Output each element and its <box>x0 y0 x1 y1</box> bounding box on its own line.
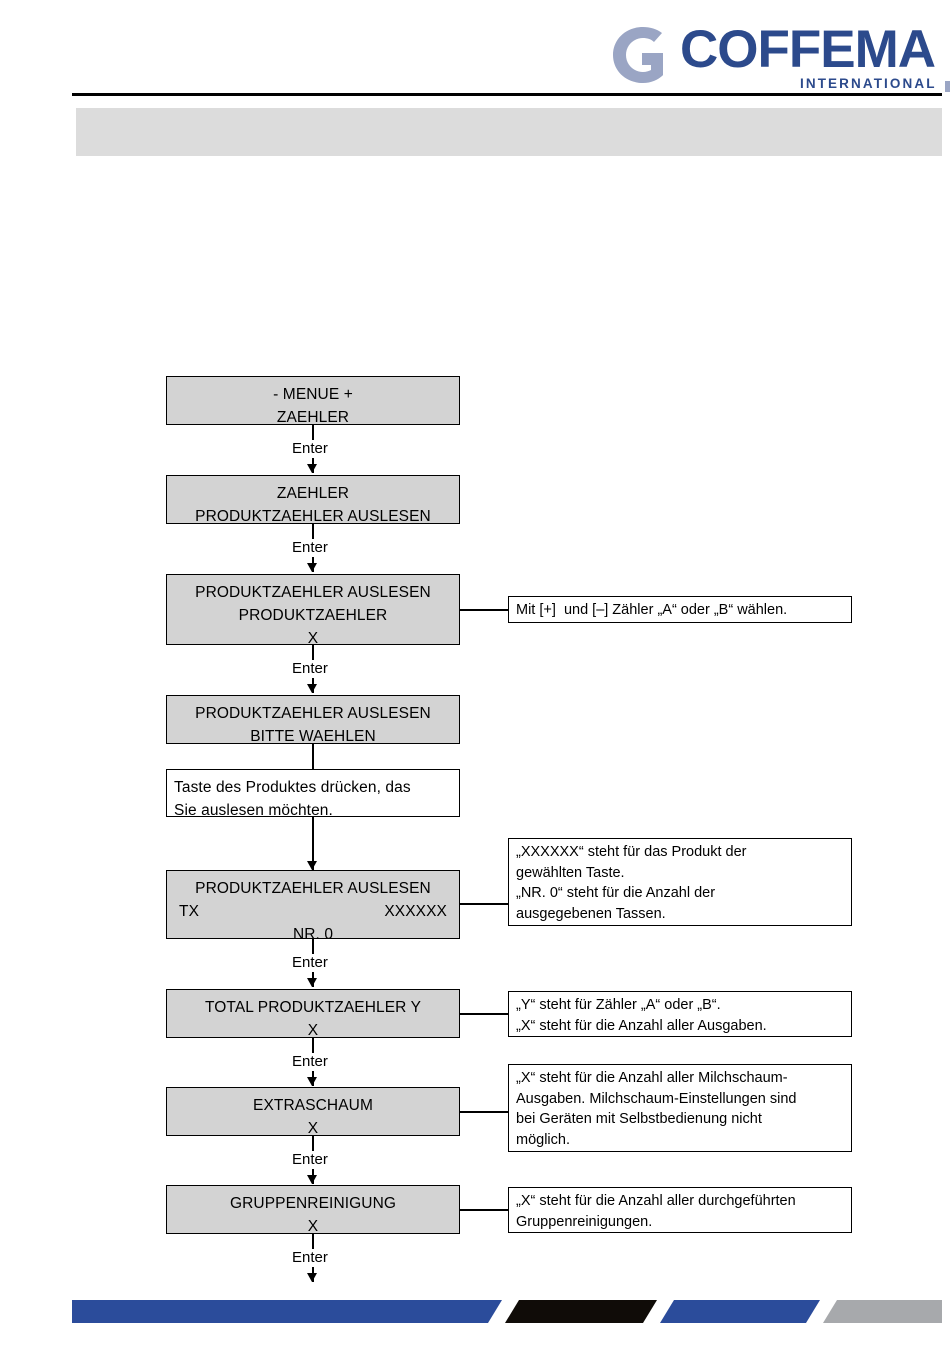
flow-node-zaehler-produktzaehler-auslesen: ZAEHLER PRODUKTZAEHLER AUSLESEN <box>166 475 460 525</box>
callout-connector <box>460 903 508 905</box>
header-divider <box>72 93 942 96</box>
brand-subtitle: INTERNATIONAL <box>800 76 937 91</box>
node-line: X <box>307 1218 319 1235</box>
callout-total: „Y“ steht für Zähler „A“ oder „B“. „X“ s… <box>508 991 852 1037</box>
connector <box>312 817 314 870</box>
node-line: PRODUKTZAEHLER AUSLESEN <box>195 584 431 601</box>
node-line: PRODUKTZAEHLER AUSLESEN <box>195 705 431 722</box>
node-line: EXTRASCHAUM <box>253 1097 373 1114</box>
connector <box>312 744 314 770</box>
note-line: Taste des Produktes drücken, das <box>174 779 411 796</box>
node-line: PRODUKTZAEHLER AUSLESEN <box>195 880 431 897</box>
flow-node-produktzaehler-select: PRODUKTZAEHLER AUSLESEN PRODUKTZAEHLER X <box>166 574 460 647</box>
callout-line: „X“ steht für die Anzahl aller Milchscha… <box>516 1070 788 1086</box>
footer-bar <box>0 1300 950 1326</box>
footer-segment-gray <box>823 1300 942 1323</box>
connector-label-enter: Enter <box>289 440 331 458</box>
flow-node-produktzaehler-tx: PRODUKTZAEHLER AUSLESEN TX XXXXXX NR. 0 <box>166 870 460 943</box>
callout-connector <box>460 609 508 611</box>
connector-label-enter: Enter <box>289 954 331 972</box>
flow-node-extraschaum: EXTRASCHAUM X <box>166 1087 460 1137</box>
node-line: PRODUKTZAEHLER <box>238 607 388 624</box>
node-line: ZAEHLER <box>276 485 350 502</box>
callout-line: bei Geräten mit Selbstbedienung nicht <box>516 1111 762 1127</box>
flow-node-total-produktzaehler: TOTAL PRODUKTZAEHLER Y X <box>166 989 460 1039</box>
node-line: - MENUE + <box>273 386 353 403</box>
brand-logo: COFFEMA INTERNATIONAL <box>612 20 950 92</box>
callout-gruppenreinigung: „X“ steht für die Anzahl aller durchgefü… <box>508 1187 852 1233</box>
callout-line: „Y“ steht für Zähler „A“ oder „B“. <box>516 997 721 1013</box>
connector-arrowhead-icon <box>307 464 317 473</box>
callout-line: „XXXXXX“ steht für das Produkt der <box>516 844 747 860</box>
node-line: ZAEHLER <box>276 409 350 426</box>
connector-arrowhead-icon <box>307 861 317 870</box>
callout-line: möglich. <box>516 1131 570 1148</box>
callout-line: ausgegebenen Tassen. <box>516 905 666 922</box>
callout-line: gewählten Taste. <box>516 864 625 881</box>
footer-segment-blue-2 <box>660 1300 820 1323</box>
brand-wordmark: COFFEMA <box>680 20 936 79</box>
connector-label-enter: Enter <box>289 1053 331 1071</box>
footer-segment-black <box>505 1300 657 1323</box>
callout-connector <box>460 1111 508 1113</box>
node-line: PRODUKTZAEHLER AUSLESEN <box>195 508 431 525</box>
connector-arrowhead-icon <box>307 563 317 572</box>
brand-accent-bar <box>945 81 950 92</box>
callout-line: Ausgaben. Milchschaum-Einstellungen sind <box>516 1090 797 1107</box>
connector-label-enter: Enter <box>289 539 331 557</box>
node-line-right: XXXXXX <box>384 903 447 920</box>
node-line: X <box>307 1022 319 1039</box>
node-line: TOTAL PRODUKTZAEHLER Y <box>204 999 422 1016</box>
node-line: NR. 0 <box>292 926 334 943</box>
header-banner <box>76 108 942 156</box>
connector-arrowhead-icon <box>307 1175 317 1184</box>
node-line: GRUPPENREINIGUNG <box>229 1195 397 1212</box>
connector-arrowhead-icon <box>307 978 317 987</box>
callout-extraschaum: „X“ steht für die Anzahl aller Milchscha… <box>508 1064 852 1152</box>
footer-segment-blue-1 <box>72 1300 502 1323</box>
flow-node-menue-zaehler: - MENUE + ZAEHLER <box>166 376 460 426</box>
flow-note-taste-druecken: Taste des Produktes drücken, das Sie aus… <box>166 769 460 819</box>
callout-line: „X“ steht für die Anzahl aller Ausgaben. <box>516 1017 767 1034</box>
connector-label-enter: Enter <box>289 1249 331 1267</box>
callout-line: Mit [+] und [–] Zähler „A“ oder „B“ wähl… <box>516 602 788 618</box>
connector-arrowhead-icon <box>307 1077 317 1086</box>
callout-xxxxxx: „XXXXXX“ steht für das Produkt der gewäh… <box>508 838 852 926</box>
coffema-g-mark-icon <box>613 27 663 83</box>
node-line-left: TX <box>179 903 200 920</box>
node-line: BITTE WAEHLEN <box>250 728 376 745</box>
node-line: X <box>307 1120 319 1137</box>
connector-label-enter: Enter <box>289 1151 331 1169</box>
callout-line: „X“ steht für die Anzahl aller durchgefü… <box>516 1193 796 1209</box>
connector-arrowhead-icon <box>307 684 317 693</box>
note-line: Sie auslesen möchten. <box>174 802 333 819</box>
connector-label-enter: Enter <box>289 660 331 678</box>
flow-node-bitte-waehlen: PRODUKTZAEHLER AUSLESEN BITTE WAEHLEN <box>166 695 460 745</box>
callout-connector <box>460 1209 508 1211</box>
callout-connector <box>460 1013 508 1015</box>
callout-line: Gruppenreinigungen. <box>516 1213 653 1230</box>
connector-arrowhead-icon <box>307 1273 317 1282</box>
callout-zaehler-wahl: Mit [+] und [–] Zähler „A“ oder „B“ wähl… <box>508 596 852 623</box>
node-line: X <box>307 630 319 647</box>
node-line-split: TX XXXXXX <box>167 900 459 923</box>
callout-line: „NR. 0“ steht für die Anzahl der <box>516 885 716 901</box>
flow-node-gruppenreinigung: GRUPPENREINIGUNG X <box>166 1185 460 1235</box>
